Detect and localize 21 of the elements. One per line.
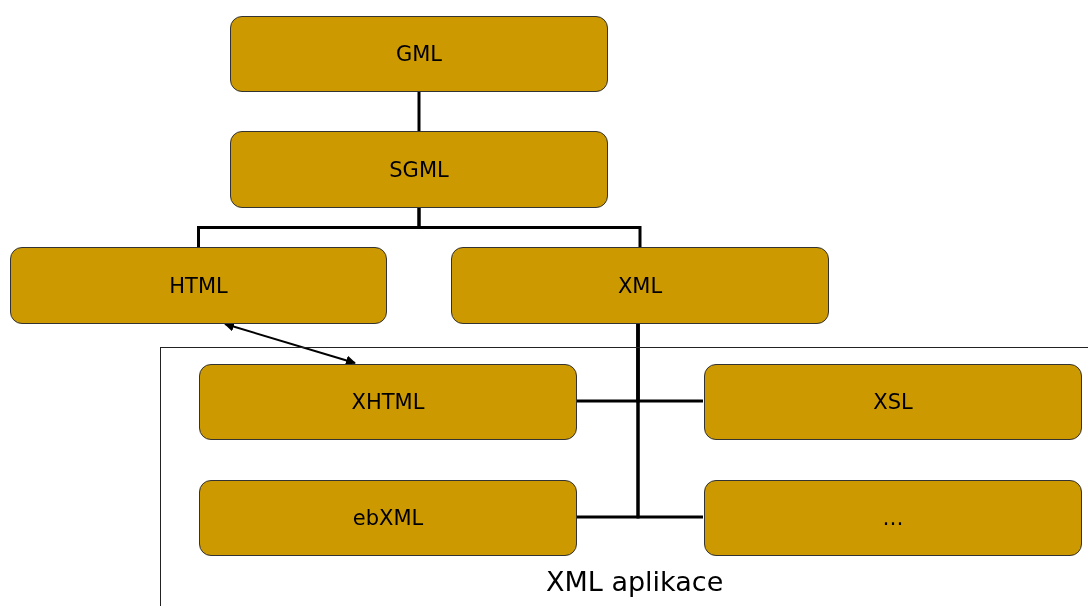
connector-line: [636, 324, 703, 519]
rounded-box: [704, 364, 1082, 440]
node-label: XML: [617, 273, 663, 298]
node-label: SGML: [389, 157, 449, 182]
node-label: GML: [395, 42, 443, 66]
group-frame: [160, 347, 1088, 606]
rounded-box: [230, 131, 608, 208]
rounded-box: [199, 480, 577, 556]
connector-line: [417, 208, 642, 247]
rounded-box: [451, 247, 829, 324]
rounded-box: [10, 247, 387, 324]
rounded-box: [704, 480, 1082, 556]
node-label: …: [882, 506, 904, 530]
connector-line: [417, 92, 421, 131]
rounded-box: [199, 364, 577, 440]
rounded-box: [230, 16, 608, 92]
node-label: XSL: [873, 390, 913, 414]
group-title: XML aplikace: [546, 566, 724, 597]
node-label: ebXML: [352, 506, 424, 530]
node-label: HTML: [169, 273, 228, 298]
node-label: XHTML: [351, 390, 425, 414]
